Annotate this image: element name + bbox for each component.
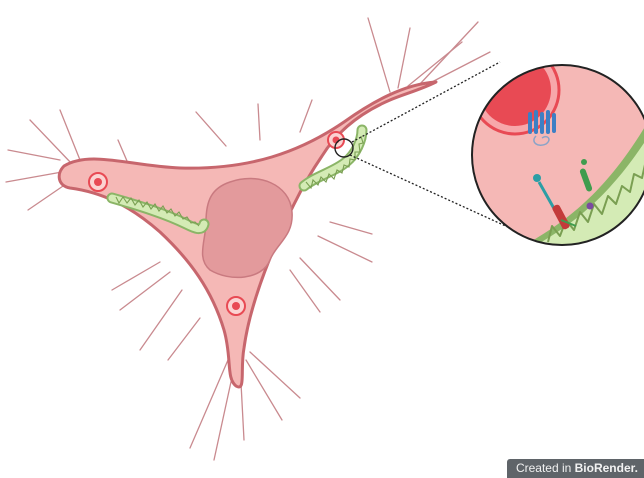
inset-endosome [471, 46, 559, 134]
particle-purple-icon [587, 203, 594, 210]
watermark-prefix: Created in [516, 461, 575, 475]
endosome-bottom [227, 297, 245, 315]
biorender-watermark[interactable]: Created in BioRender. [507, 459, 644, 478]
endosome-left [89, 173, 107, 191]
zoom-inset [471, 46, 644, 300]
watermark-brand: BioRender. [575, 461, 638, 475]
nucleus [203, 179, 293, 278]
